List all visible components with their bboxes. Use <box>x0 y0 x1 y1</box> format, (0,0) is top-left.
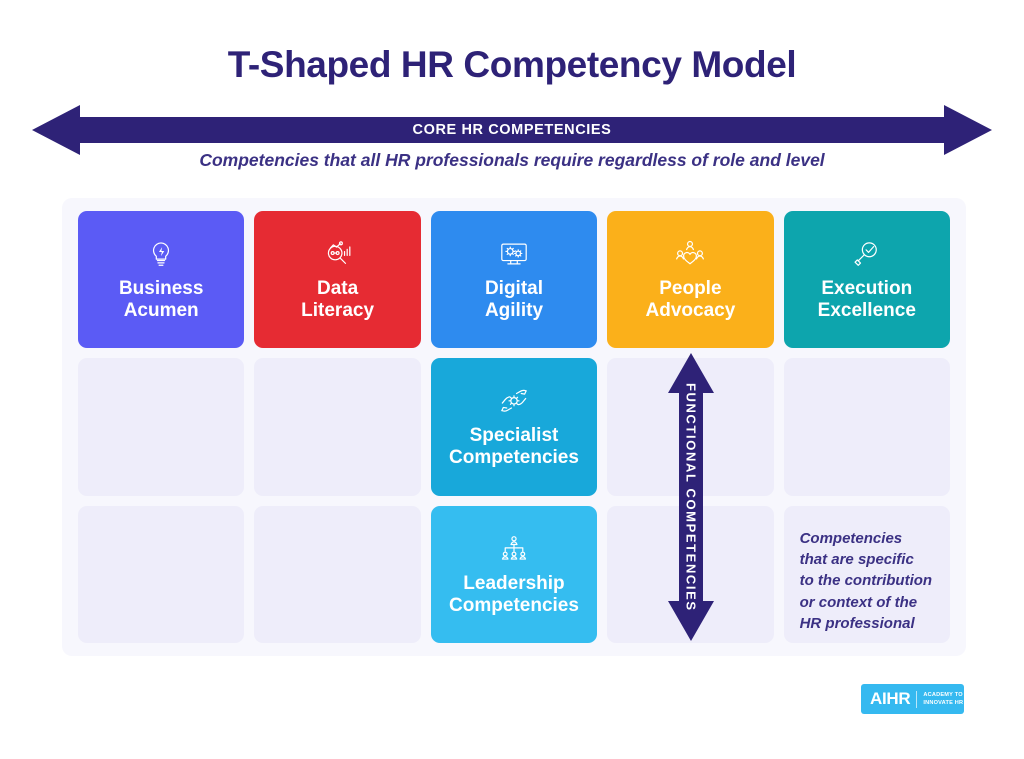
card-business-acumen[interactable]: Business Acumen <box>78 211 245 349</box>
card-leadership-competencies[interactable]: Leadership Competencies <box>430 505 598 643</box>
card-label: Data Literacy <box>301 277 375 322</box>
hands-gear-icon <box>497 384 531 418</box>
empty-cell-r2c2 <box>254 358 421 496</box>
functional-note-text: Competencies that are specific to the co… <box>799 529 933 632</box>
monitor-gears-icon <box>497 237 531 271</box>
functional-competencies-label-text: FUNCTIONAL COMPETENCIES <box>683 382 699 612</box>
logo-divider <box>916 690 918 708</box>
card-people-advocacy[interactable]: People Advocacy <box>607 211 774 349</box>
card-label: Business Acumen <box>118 277 204 322</box>
double-headed-horizontal-arrow-icon <box>32 105 992 155</box>
card-digital-agility[interactable]: Digital Agility <box>430 211 598 349</box>
functional-competencies-label: FUNCTIONAL COMPETENCIES <box>667 353 715 641</box>
functional-note-cell: Competencies that are specific to the co… <box>783 505 950 643</box>
aihr-logo-tagline: ACADEMY TO INNOVATE HR <box>923 691 964 706</box>
card-execution-excellence[interactable]: Execution Excellence <box>783 211 950 349</box>
page-title: T-Shaped HR Competency Model <box>227 44 797 85</box>
competency-matrix: Business Acumen Data Literacy <box>62 198 966 656</box>
core-competencies-arrow-band: CORE HR COMPETENCIES <box>32 104 992 156</box>
card-label: Execution Excellence <box>817 277 916 322</box>
functional-competencies-arrow: FUNCTIONAL COMPETENCIES <box>667 353 715 641</box>
competency-grid: Business Acumen Data Literacy <box>78 211 950 643</box>
core-competencies-label: CORE HR COMPETENCIES <box>412 122 612 138</box>
card-label: Specialist Competencies <box>449 425 579 469</box>
card-specialist-competencies[interactable]: Specialist Competencies <box>430 358 598 496</box>
magnifier-data-icon <box>321 237 355 271</box>
double-headed-vertical-arrow-icon <box>668 353 714 641</box>
magnifier-check-icon <box>850 237 884 271</box>
empty-cell-r2c1 <box>78 358 245 496</box>
empty-cell-r3c2 <box>254 505 421 643</box>
core-competencies-subtitle: Competencies that all HR professionals r… <box>199 150 825 170</box>
card-label: Leadership Competencies <box>449 572 579 616</box>
aihr-logo[interactable]: AIHR ACADEMY TO INNOVATE HR <box>861 684 964 714</box>
card-label: People Advocacy <box>645 277 736 322</box>
card-label: Digital Agility <box>484 277 544 322</box>
lightbulb-bolt-icon <box>144 237 178 271</box>
empty-cell-r2c5 <box>783 358 950 496</box>
empty-cell-r3c1 <box>78 505 245 643</box>
aihr-logo-wordmark: AIHR <box>870 689 911 708</box>
org-chart-icon <box>497 532 531 566</box>
card-data-literacy[interactable]: Data Literacy <box>254 211 421 349</box>
people-heart-icon <box>673 237 707 271</box>
